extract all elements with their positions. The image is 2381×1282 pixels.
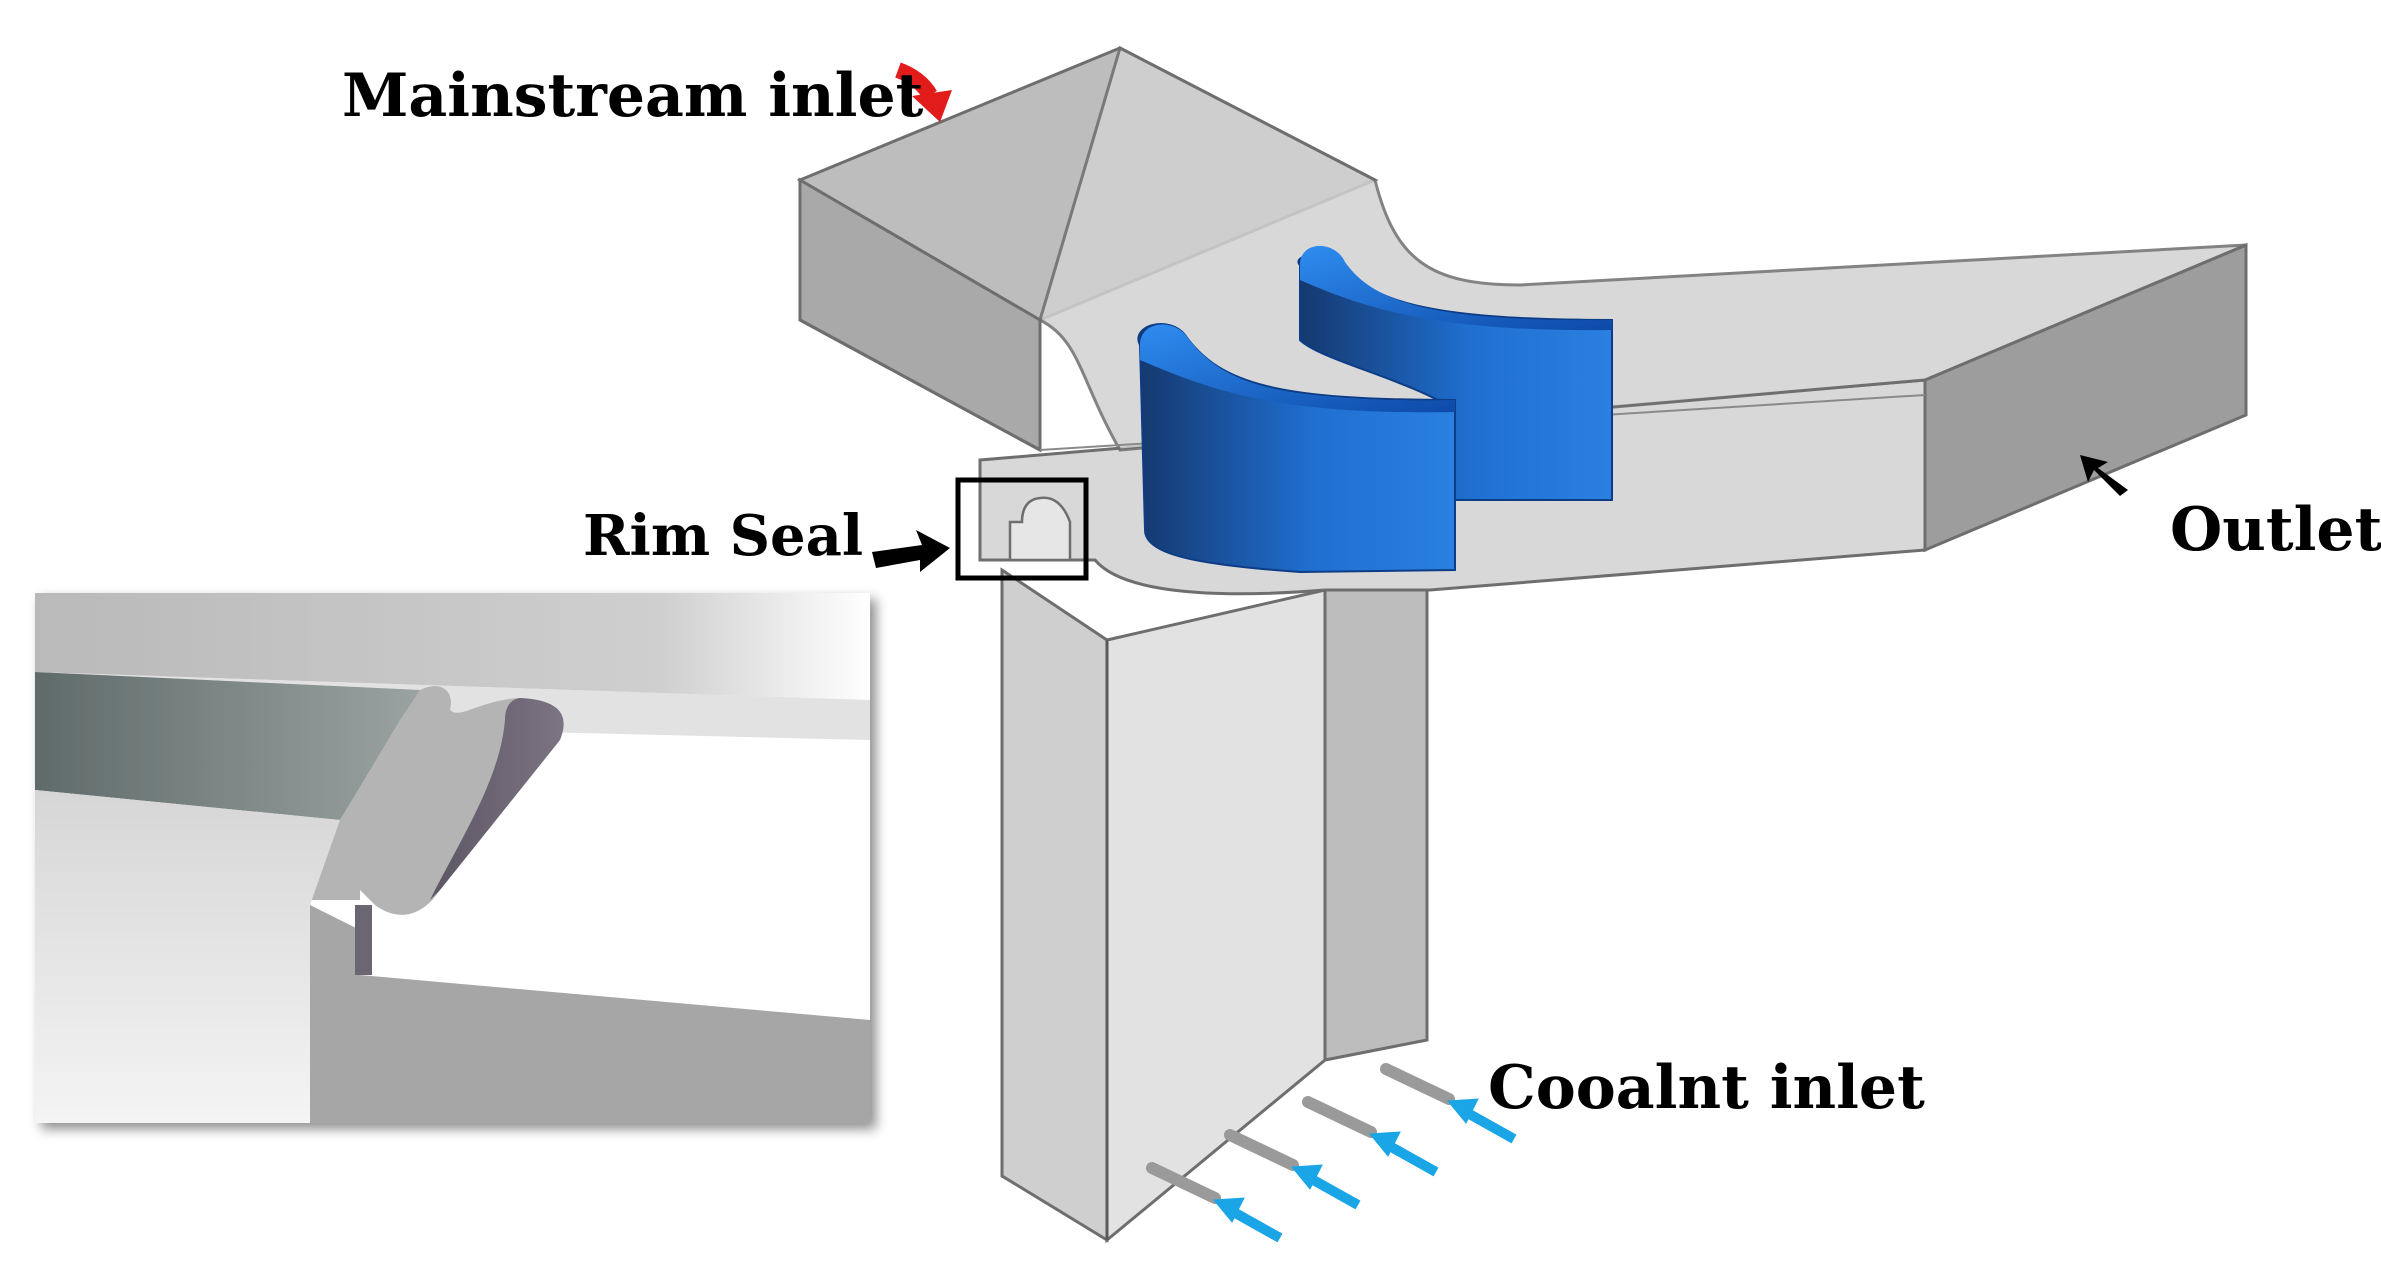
black-arrow-icon [872, 530, 950, 572]
cyan-arrow-icon [1212, 1098, 1517, 1243]
blade-back-top [1300, 245, 1612, 331]
cavity-side-face [1105, 588, 1327, 1244]
rim-seal-detail [1008, 496, 1072, 562]
inset-purple-face [430, 698, 564, 900]
inset-floor [35, 790, 340, 1123]
coolant-pipe [1146, 1063, 1455, 1204]
inset-dark-wall [35, 672, 420, 820]
coolant-inlet-label: Cooalnt inlet [1488, 1053, 1925, 1123]
mainstream-inlet-label: Mainstream inlet [342, 61, 924, 131]
outlet-label: Outlet [2170, 495, 2381, 565]
coolant-cavity [1000, 567, 1429, 1244]
turbine-blades [1137, 245, 1613, 574]
rim-seal-label: Rim Seal [583, 503, 864, 569]
cavity-back-face [1323, 588, 1429, 1062]
blade-front-top [1140, 324, 1455, 413]
cavity-front-face [1000, 567, 1109, 1243]
black-arrow-icon [2080, 455, 2128, 496]
rim-seal-highlight-box [955, 477, 1089, 581]
rim-seal-zoom-inset [35, 593, 870, 1123]
inset-cavity-gap [360, 740, 870, 1020]
coolant-inlets [1146, 1063, 1517, 1243]
inset-stator-band [35, 593, 870, 700]
red-curved-arrow-icon [895, 62, 952, 122]
inset-rotor [310, 905, 870, 1123]
